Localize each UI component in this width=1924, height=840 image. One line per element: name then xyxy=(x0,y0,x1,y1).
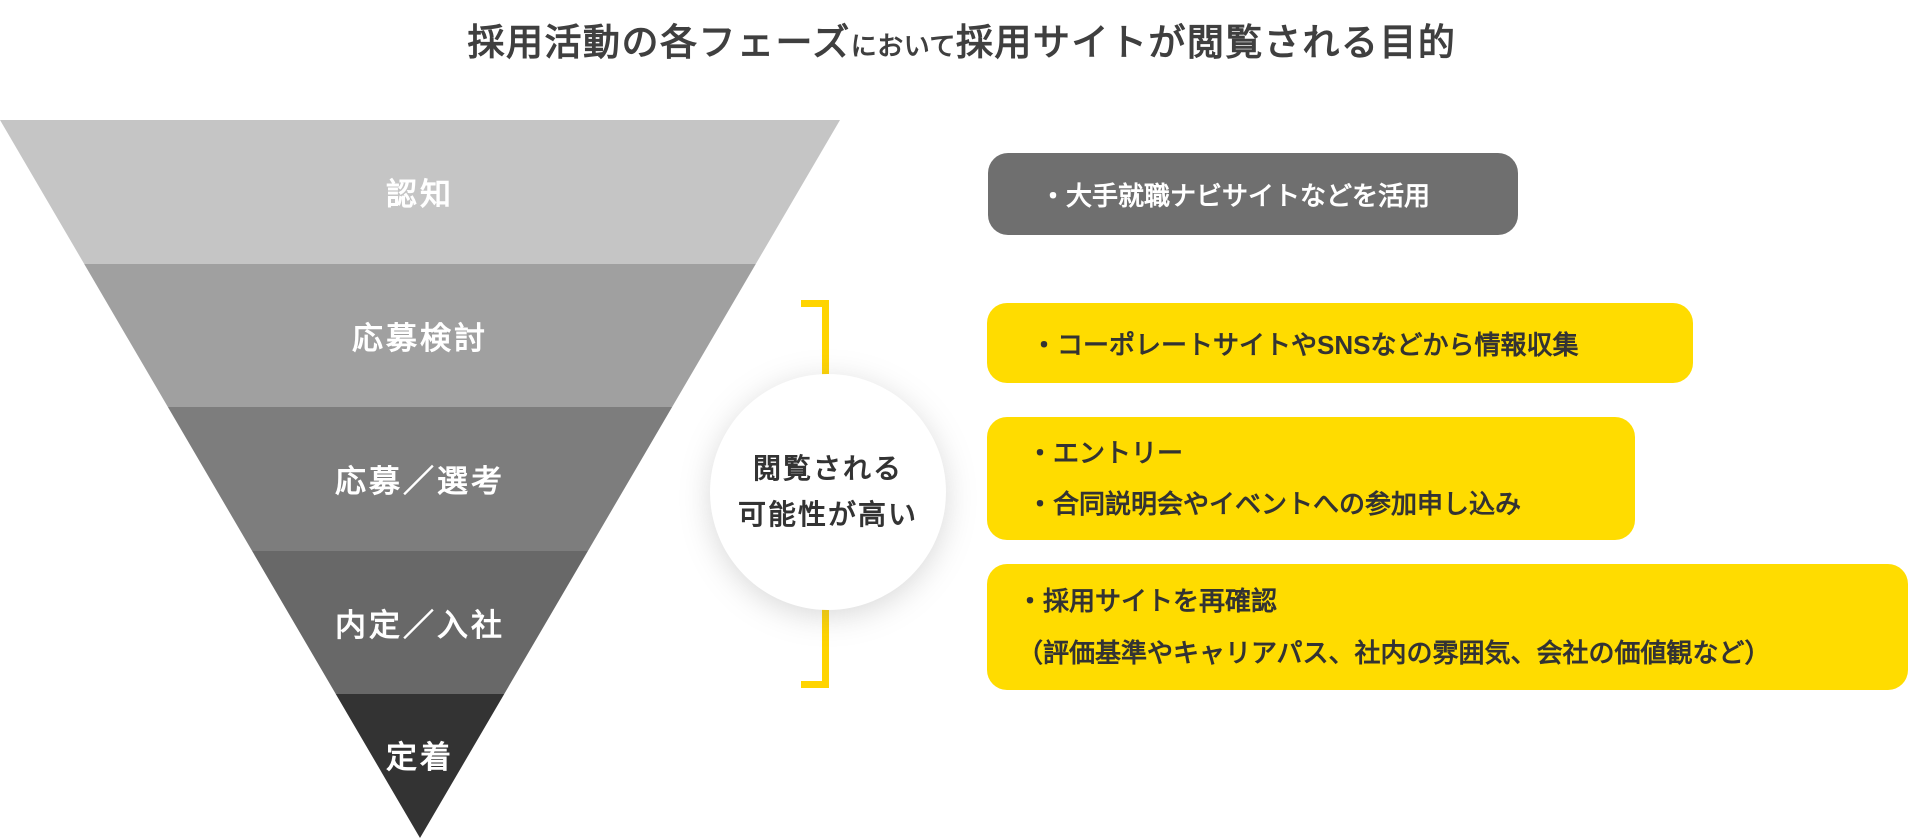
funnel-level-label: 内定／入社 xyxy=(335,608,505,644)
note-line: ・コーポレートサイトやSNSなどから情報収集 xyxy=(1031,329,1579,360)
funnel-level-consideration: 応募検討 xyxy=(0,263,840,408)
title-segment-large-1: 採用活動の各フェーズ xyxy=(467,22,851,63)
funnel-level-awareness: 認知 xyxy=(0,120,840,264)
note-line: ・合同説明会やイベントへの参加申し込み xyxy=(1027,488,1522,519)
funnel-level-label: 応募検討 xyxy=(352,320,488,356)
page-title: 採用活動の各フェーズにおいて採用サイトが閲覧される目的 xyxy=(0,12,1924,66)
funnel-level-label: 応募／選考 xyxy=(335,464,505,500)
note-box-offer-joining: ・採用サイトを再確認 （評価基準やキャリアパス、社内の雰囲気、会社の価値観など） xyxy=(987,564,1908,690)
funnel-level-label: 認知 xyxy=(386,177,454,213)
note-box-consideration: ・コーポレートサイトやSNSなどから情報収集 xyxy=(987,303,1693,383)
funnel-level-offer-joining: 内定／入社 xyxy=(0,550,840,695)
note-box-awareness: ・大手就職ナビサイトなどを活用 xyxy=(988,153,1518,235)
badge-text-line-2: 可能性が高い xyxy=(737,499,918,530)
note-line: ・大手就職ナビサイトなどを活用 xyxy=(1040,180,1431,211)
funnel-level-retention: 定着 xyxy=(0,694,840,838)
note-line: ・採用サイトを再確認 xyxy=(1017,586,1278,616)
note-line: ・エントリー xyxy=(1027,437,1184,468)
note-box-application-selection: ・エントリー ・合同説明会やイベントへの参加申し込み xyxy=(987,417,1635,540)
funnel-level-label: 定着 xyxy=(386,740,454,776)
bracket-bottom-tick xyxy=(801,681,829,688)
note-line: （評価基準やキャリアパス、社内の雰囲気、会社の価値観など） xyxy=(1017,638,1771,668)
title-segment-large-2: 採用サイトが閲覧される目的 xyxy=(955,22,1457,63)
high-view-probability-badge: 閲覧される 可能性が高い xyxy=(710,374,946,610)
title-segment-small: において xyxy=(850,31,956,61)
badge-text-line-1: 閲覧される xyxy=(752,453,903,484)
bracket-top-tick xyxy=(801,300,829,307)
